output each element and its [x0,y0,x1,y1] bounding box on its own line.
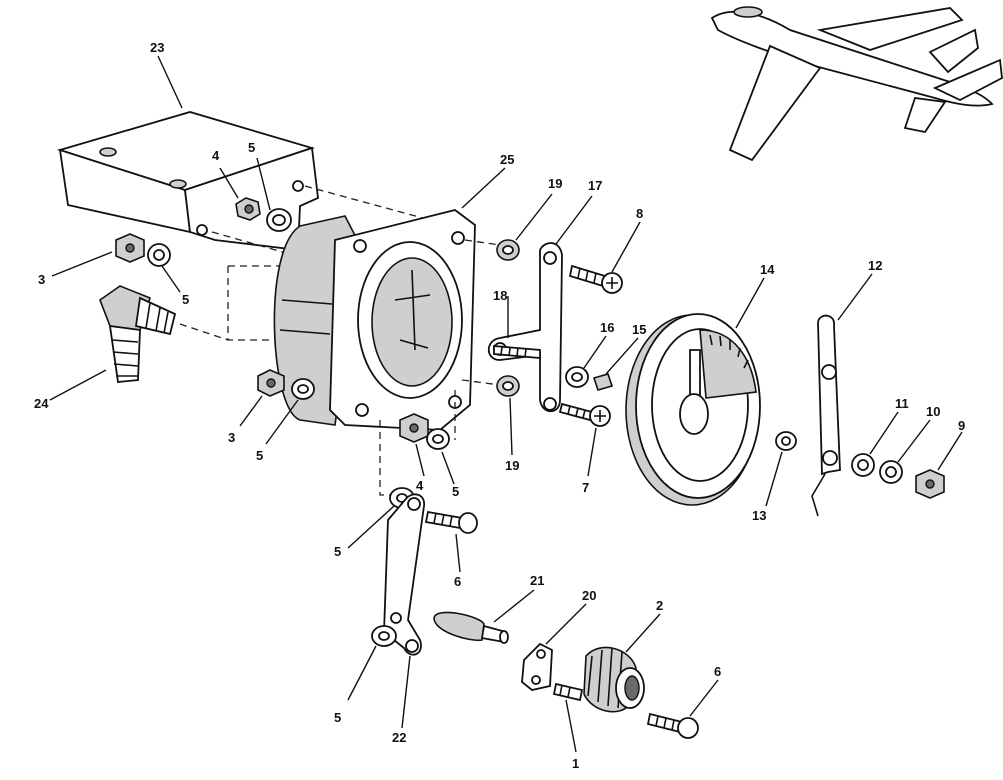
washer-part-5-left [147,243,171,267]
spacer-part-19-upper [496,239,520,261]
callout-5-left: 5 [182,292,189,307]
callout-5-mid: 5 [452,484,459,499]
washer-part-5-mid [426,428,450,450]
spacer-part-19-lower [496,375,520,397]
screw-part-6-upper [424,510,478,534]
screw-part-8 [568,264,623,294]
knob-part-2 [583,646,645,713]
callout-12: 12 [868,258,882,273]
callout-24: 24 [34,396,49,411]
callout-6-upper: 6 [454,574,461,589]
callout-5-arm-bottom: 5 [334,710,341,725]
callout-8: 8 [636,206,643,221]
washer-part-5-arm-bottom [371,625,397,647]
nut-part-4-upper [235,197,261,221]
callout-19-lower: 19 [505,458,519,473]
callout-17: 17 [588,178,602,193]
screw-part-6-lower [646,712,699,739]
callout-15: 15 [632,322,646,337]
callout-6-lower: 6 [714,664,721,679]
washer-part-16 [565,366,589,388]
nut-part-3-lower [257,369,285,397]
washer-part-13 [775,431,797,451]
callout-22: 22 [392,730,406,745]
pointer-part-12 [811,314,841,517]
callout-25: 25 [500,152,514,167]
set-screw-part-1 [552,682,584,702]
dial-part-14 [625,313,761,506]
callout-7: 7 [582,480,589,495]
callout-20: 20 [582,588,596,603]
callout-1: 1 [572,756,579,771]
callout-19-upper: 19 [548,176,562,191]
callout-4-lower: 4 [416,478,424,493]
clip-part-20 [521,642,553,691]
callout-5-lower: 5 [256,448,263,463]
aircraft-silhouette-icon [710,6,1003,162]
nut-part-4-lower [399,413,429,443]
elbow-fitting-part-24 [99,285,177,383]
callout-3-lower: 3 [228,430,235,445]
housing-part-25 [273,209,476,431]
callout-5-upper: 5 [248,140,255,155]
callout-9: 9 [958,418,965,433]
nut-part-9 [915,469,945,499]
callout-16: 16 [600,320,614,335]
arm-part-22 [383,493,425,656]
pin-part-21 [433,611,509,644]
callout-14: 14 [760,262,775,277]
callout-11: 11 [895,396,909,411]
callout-21: 21 [530,573,544,588]
washer-part-10 [879,460,903,484]
callout-13: 13 [752,508,766,523]
callout-3-left: 3 [38,272,45,287]
callout-18: 18 [493,288,507,303]
screw-part-7 [558,402,611,427]
callout-10: 10 [926,404,940,419]
screw-part-18 [493,345,541,359]
callout-2: 2 [656,598,663,613]
callout-5-arm-top: 5 [334,544,341,559]
bushing-part-15 [592,373,614,391]
nut-part-3-left [115,233,145,263]
callout-4-upper: 4 [212,148,220,163]
washer-part-11 [851,453,875,477]
washer-part-5-upper [266,208,292,232]
callout-23: 23 [150,40,164,55]
washer-part-5-lower [291,378,315,400]
